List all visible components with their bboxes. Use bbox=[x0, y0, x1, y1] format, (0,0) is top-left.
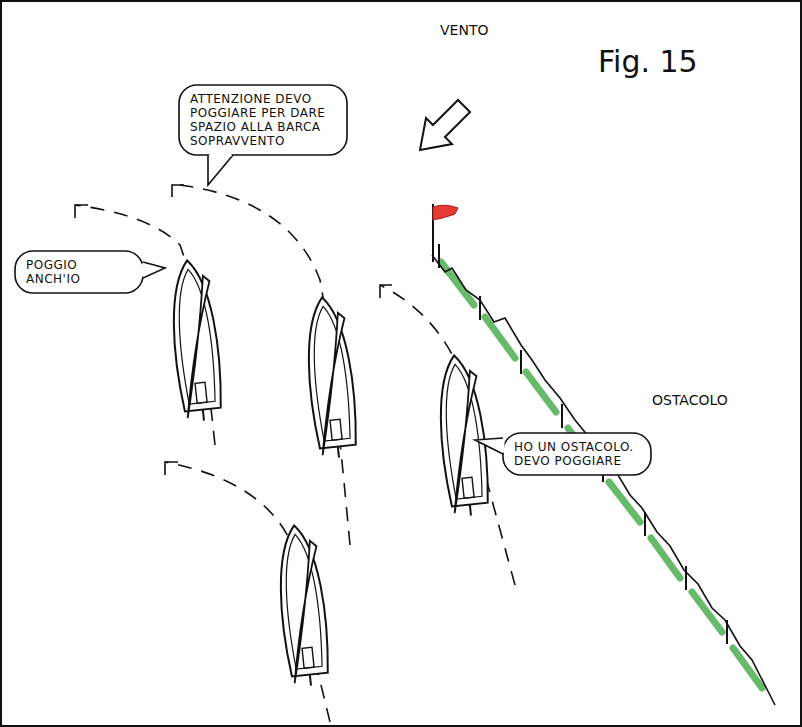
course-arrowheads bbox=[75, 185, 392, 475]
bubble-seam bbox=[210, 154, 232, 157]
bubble-tail bbox=[143, 262, 165, 278]
bubble-tail bbox=[475, 438, 503, 454]
bubble-body bbox=[503, 433, 651, 475]
bubble-text: HO UN OSTACOLO. DEVO POGGIARE bbox=[514, 440, 640, 468]
bubble-text: ATTENZIONE DEVO POGGIARE PER DARE SPAZIO… bbox=[190, 92, 336, 148]
bubble-seam bbox=[142, 264, 145, 277]
bubble-text: POGGIO ANCH'IO bbox=[26, 258, 132, 286]
flag bbox=[433, 204, 458, 262]
bubble-tail bbox=[208, 155, 233, 185]
bubble-seam bbox=[502, 440, 505, 453]
speech-bubble: ATTENZIONE DEVO POGGIARE PER DARE SPAZIO… bbox=[178, 84, 348, 156]
text-label: VENTO bbox=[440, 22, 488, 38]
bubble-body bbox=[15, 251, 143, 293]
figure-caption: Fig. 15 bbox=[598, 44, 698, 79]
text-label: OSTACOLO bbox=[652, 392, 728, 408]
wind-arrow bbox=[420, 100, 470, 150]
obstacle bbox=[432, 244, 775, 705]
speech-bubble: HO UN OSTACOLO. DEVO POGGIARE bbox=[502, 432, 652, 476]
bubble-body bbox=[179, 85, 347, 155]
boats bbox=[166, 258, 492, 688]
speech-bubble: POGGIO ANCH'IO bbox=[14, 250, 144, 294]
